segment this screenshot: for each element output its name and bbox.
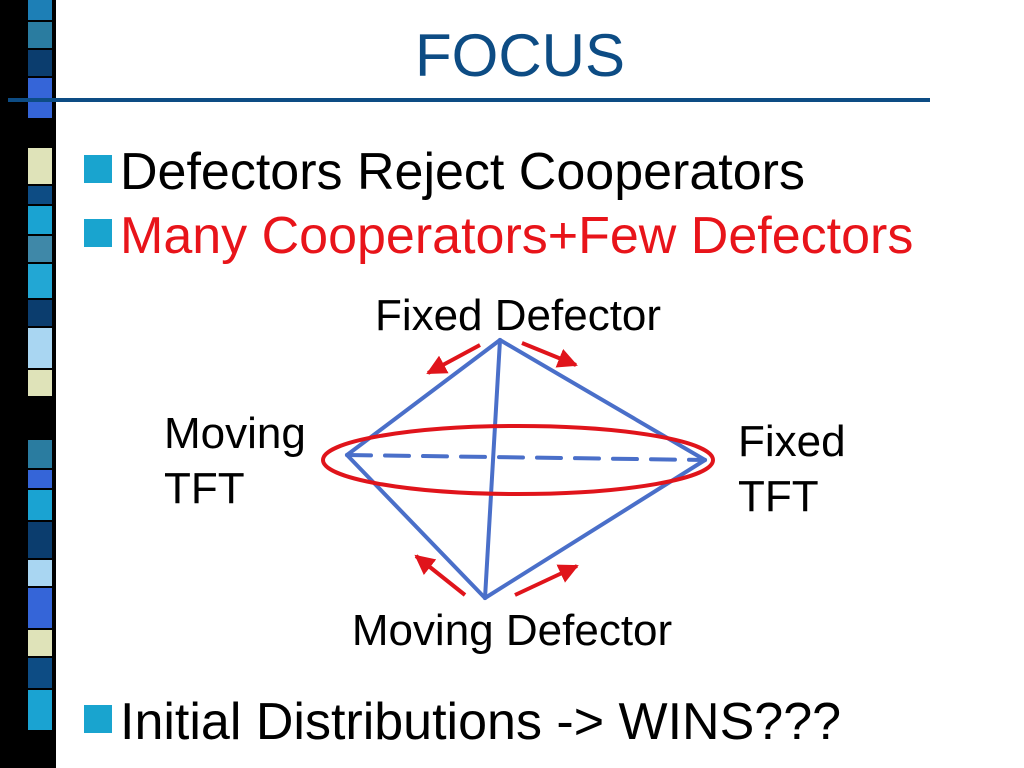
title-underline	[8, 98, 930, 102]
square-bullet-icon	[84, 705, 112, 733]
node-label-top: Fixed Defector	[375, 291, 661, 340]
bullet-text: Initial Distributions -> WINS???	[120, 693, 842, 751]
bullet-text: Many Cooperators+Few Defectors	[120, 207, 914, 265]
bullet-text: Defectors Reject Cooperators	[120, 143, 805, 201]
node-label-left-line-1: Moving	[164, 409, 306, 458]
node-label-right-line-2: TFT	[738, 472, 819, 521]
bullet-item-highlighted: Many Cooperators+Few Defectors	[84, 206, 913, 266]
edge-top-bottom	[483, 338, 502, 600]
slide-title: FOCUS	[415, 22, 625, 89]
square-bullet-icon	[84, 155, 112, 183]
arrow-bottom-right	[514, 564, 579, 597]
edge-top-right	[498, 338, 707, 462]
node-label-right-line-1: Fixed	[738, 417, 846, 466]
arrow-top-left	[426, 343, 481, 375]
node-label-left-line-2: TFT	[164, 464, 245, 513]
node-label-bottom: Moving Defector	[352, 606, 672, 655]
bullet-item: Initial Distributions -> WINS???	[84, 692, 841, 752]
arrow-bottom-left	[414, 554, 467, 597]
bullet-item: Defectors Reject Cooperators	[84, 142, 805, 202]
arrow-top-right	[521, 341, 578, 368]
edge-left-bottom	[345, 453, 487, 600]
cooperators-ellipse	[321, 424, 715, 496]
square-bullet-icon	[84, 219, 112, 247]
edge-left-right-dashed	[345, 453, 707, 462]
